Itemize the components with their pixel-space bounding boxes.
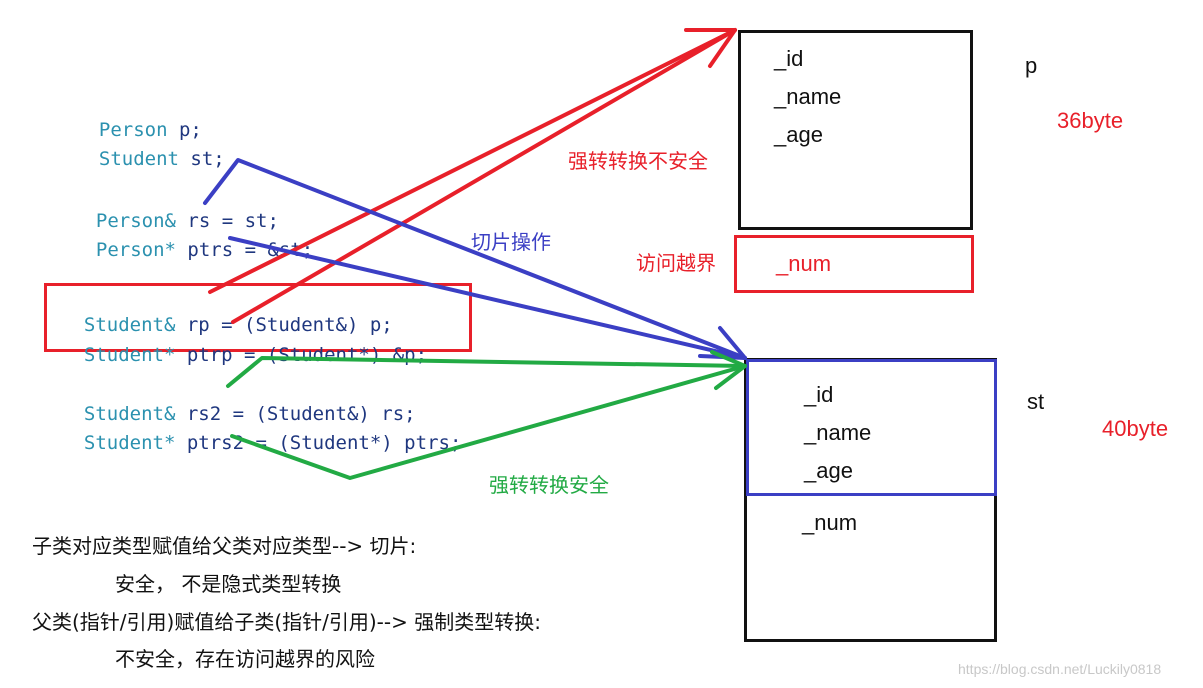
st-base-part-box [746, 359, 997, 496]
type-token: Student* [83, 344, 176, 366]
type-token: Student& [83, 314, 176, 336]
type-token: Student& [83, 403, 176, 425]
p-field-age: _age [774, 122, 823, 147]
blue-arrow-ptrs [228, 236, 747, 360]
red-arrow-rp [208, 28, 737, 294]
note-line-2: 安全， 不是隐式类型转换 [115, 572, 342, 596]
label-slicing: 切片操作 [471, 230, 551, 254]
st-field-num: _num [802, 510, 858, 535]
st-field-id: _id [804, 382, 834, 407]
code-line-ref-rs: Person& rs = st; [73, 185, 279, 233]
label-safe-cast: 强转转换安全 [489, 473, 609, 497]
code-line-student-st: Student st; [76, 123, 225, 171]
code-rest: rs2 = (Student&) rs; [175, 403, 416, 425]
green-arrow-ptrs2 [230, 364, 747, 480]
object-p-box [738, 30, 973, 230]
p-overflow-field-num: _num [776, 251, 832, 276]
code-rest: st; [178, 148, 225, 170]
code-rest: rs = st; [175, 210, 279, 232]
p-field-id: _id [774, 46, 804, 71]
green-arrowhead [710, 350, 747, 390]
code-line-ref-rs2: Student& rs2 = (Student&) rs; [61, 378, 416, 426]
code-rest: rp = (Student&) p; [175, 314, 393, 336]
type-token: Student [98, 148, 179, 170]
type-token: Person* [95, 239, 176, 261]
object-st-size: 40byte [1102, 416, 1169, 441]
object-p-size: 36byte [1057, 108, 1124, 133]
code-line-ref-rp: Student& rp = (Student&) p; [61, 289, 393, 337]
watermark: https://blog.csdn.net/Luckily0818 [958, 661, 1162, 677]
code-line-person-p: Person p; [76, 94, 202, 142]
type-token: Student* [83, 432, 176, 454]
object-p-name: p [1025, 53, 1038, 78]
note-line-3: 父类(指针/引用)赋值给子类(指针/引用)--> 强制类型转换: [32, 610, 541, 634]
code-rest: p; [167, 119, 202, 141]
st-field-age: _age [804, 458, 853, 483]
label-unsafe-cast: 强转转换不安全 [568, 149, 708, 173]
type-token: Person [98, 119, 168, 141]
note-line-4: 不安全，存在访问越界的风险 [115, 647, 375, 671]
code-line-ptr-ptrs2: Student* ptrs2 = (Student*) ptrs; [61, 407, 462, 455]
p-field-name: _name [774, 84, 842, 109]
label-out-of-bounds: 访问越界 [636, 251, 716, 275]
red-arrowhead [684, 28, 737, 68]
type-token: Person& [95, 210, 176, 232]
st-field-name: _name [804, 420, 872, 445]
blue-arrowhead [698, 326, 747, 360]
object-st-name: st [1027, 389, 1045, 414]
green-arrow-rs2 [226, 356, 747, 388]
red-arrow-ptrp [231, 28, 737, 324]
note-line-1: 子类对应类型赋值给父类对应类型--> 切片: [32, 534, 417, 558]
unsafe-cast-highlight-box [44, 283, 472, 352]
blue-arrow-rs [203, 158, 747, 360]
p-overflow-box [734, 235, 974, 293]
